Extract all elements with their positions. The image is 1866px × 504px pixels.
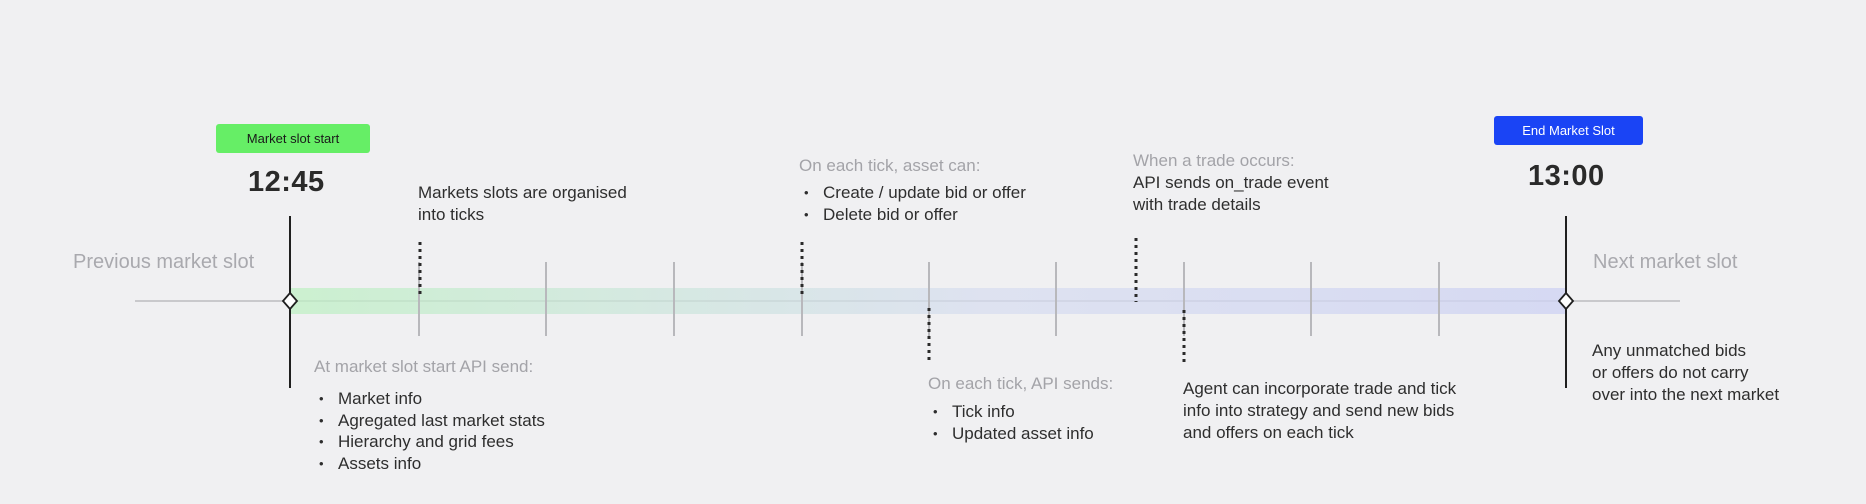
previous-market-slot-label: Previous market slot <box>73 251 255 273</box>
asset-actions-heading: On each tick, asset can: <box>799 156 981 175</box>
slot-end-diamond <box>1557 291 1575 311</box>
market-slot-start-label: Market slot start <box>246 131 340 146</box>
list-item: Assets info <box>314 453 545 475</box>
trade-event-line: API sends on_trade event <box>1133 173 1329 192</box>
slot-end-time: 13:00 <box>1528 160 1605 192</box>
asset-actions-list: Create / update bid or offer Delete bid … <box>799 182 1026 225</box>
agent-note-line: and offers on each tick <box>1183 423 1354 442</box>
slot-start-api-block: At market slot start API send: Market in… <box>314 356 545 474</box>
market-slot-start-badge: Market slot start <box>216 124 370 153</box>
tick-api-block: On each tick, API sends: Tick info Updat… <box>928 373 1113 444</box>
ticks-note-line: Markets slots are organised <box>418 183 627 202</box>
list-item: Delete bid or offer <box>799 204 1026 226</box>
list-item: Market info <box>314 388 545 410</box>
ticks-note-line: into ticks <box>418 205 485 224</box>
unmatched-note: Any unmatched bids or offers do not carr… <box>1592 340 1779 406</box>
unmatched-note-line: Any unmatched bids <box>1592 341 1747 360</box>
trade-event-line: with trade details <box>1133 195 1261 214</box>
slot-start-api-heading: At market slot start API send: <box>314 357 534 376</box>
list-item: Tick info <box>928 401 1113 423</box>
trade-event-block: When a trade occurs: API sends on_trade … <box>1133 150 1329 216</box>
unmatched-note-line: over into the next market <box>1592 385 1780 404</box>
list-item: Agregated last market stats <box>314 410 545 432</box>
slot-start-diamond <box>281 291 299 311</box>
end-market-slot-label: End Market Slot <box>1522 123 1615 138</box>
agent-note-line: Agent can incorporate trade and tick <box>1183 379 1457 398</box>
asset-actions-block: On each tick, asset can: Create / update… <box>799 155 1026 225</box>
unmatched-note-line: or offers do not carry <box>1592 363 1749 382</box>
ticks-note: Markets slots are organised into ticks <box>418 182 627 226</box>
slot-start-api-list: Market info Agregated last market stats … <box>314 388 545 474</box>
next-market-slot-label: Next market slot <box>1593 251 1738 273</box>
end-market-slot-badge: End Market Slot <box>1494 116 1643 145</box>
slot-start-time: 12:45 <box>248 166 325 198</box>
tick-api-list: Tick info Updated asset info <box>928 401 1113 444</box>
agent-note: Agent can incorporate trade and tick inf… <box>1183 378 1456 444</box>
tick-api-heading: On each tick, API sends: <box>928 374 1114 393</box>
trade-event-heading: When a trade occurs: <box>1133 151 1295 170</box>
list-item: Hierarchy and grid fees <box>314 431 545 453</box>
agent-note-line: info into strategy and send new bids <box>1183 401 1455 420</box>
list-item: Create / update bid or offer <box>799 182 1026 204</box>
list-item: Updated asset info <box>928 423 1113 445</box>
dotted-connectors <box>418 238 1186 362</box>
tick-lines <box>418 262 1440 336</box>
